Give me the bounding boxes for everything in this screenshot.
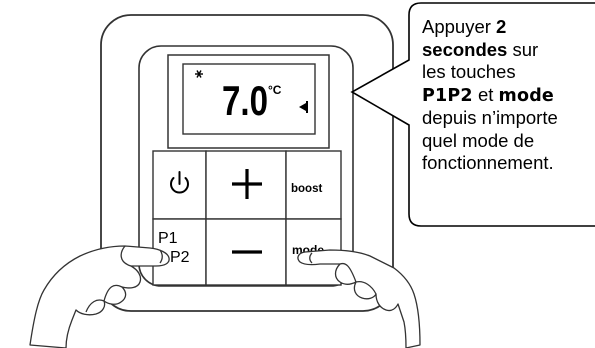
callout-line4-bold1: P1P2: [422, 85, 473, 106]
callout-line2-suffix: sur: [507, 38, 539, 60]
right-hand: [297, 249, 421, 348]
callout-line5: depuis n’importe: [422, 107, 558, 128]
plus-sign: [232, 169, 262, 199]
snowflake-icon: [195, 70, 203, 78]
callout-line3: les touches: [422, 61, 516, 82]
arrow-indicator-icon: [299, 101, 308, 113]
boost-label: boost: [291, 183, 322, 195]
callout-line6: quel mode de: [422, 129, 535, 151]
callout-line1-prefix: Appuyer: [422, 16, 497, 37]
callout-bubble: [350, 2, 595, 227]
temperature-unit: °C: [268, 83, 282, 97]
callout-line1-bold: 2: [496, 16, 507, 37]
callout-line7: fonctionnement.: [422, 152, 554, 173]
boost-button[interactable]: [285, 150, 342, 220]
callout-line4-bold2: mode: [498, 85, 554, 106]
callout-line4-mid: et: [472, 83, 499, 105]
temperature-value: 7.0: [222, 77, 268, 124]
left-hand: [29, 245, 170, 348]
p2-label: P2: [170, 249, 190, 266]
p1-label: P1: [158, 230, 178, 247]
callout-line2-bold: secondes: [422, 38, 508, 60]
callout-text: Appuyer 2 secondes sur les touches P1P2 …: [422, 16, 592, 175]
lcd-screen: [182, 63, 316, 135]
power-icon: [170, 171, 189, 194]
